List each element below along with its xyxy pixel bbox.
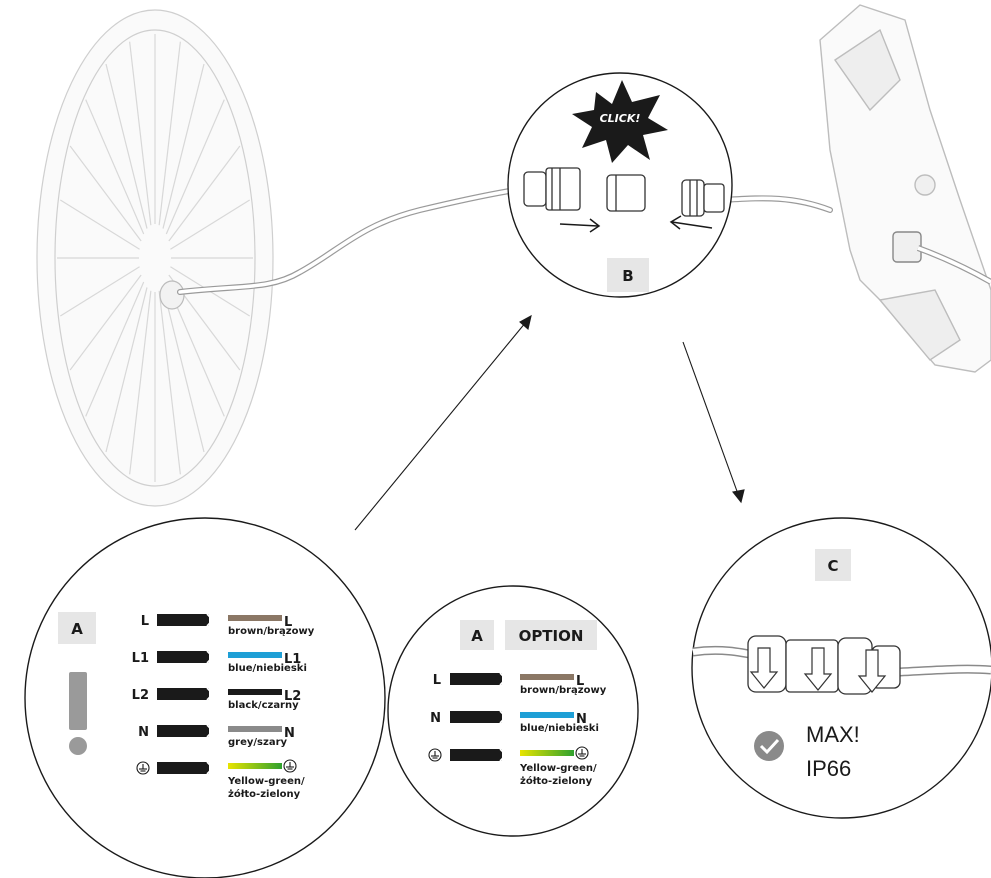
earth-symbol-icon bbox=[283, 759, 297, 773]
connector-left-half bbox=[523, 167, 581, 211]
wire-color-name: brown/brązowy bbox=[228, 626, 315, 637]
arrow-b-to-c bbox=[682, 341, 745, 504]
option-a-tag bbox=[460, 620, 494, 650]
wire-right-label: L1 bbox=[284, 652, 301, 667]
wire-left-label: N bbox=[430, 711, 441, 726]
wire-right-label: N bbox=[284, 726, 295, 741]
option-tag-label: OPTION bbox=[519, 627, 584, 645]
rotate-arrow-icon bbox=[749, 647, 887, 693]
wire-color-name: blue/niebieski bbox=[228, 663, 307, 674]
max-label: MAX! bbox=[806, 722, 860, 747]
option-tag bbox=[505, 620, 597, 650]
detail-b-circle: CLICK! B bbox=[507, 72, 733, 298]
wire-left-label: L bbox=[141, 614, 149, 629]
connector-right-half bbox=[681, 179, 725, 217]
arrow-a-to-b bbox=[354, 314, 532, 531]
connector-center-piece bbox=[606, 174, 646, 212]
driver-housing-drawing bbox=[819, 4, 991, 373]
earth-color-name-line1: Yellow-green/ bbox=[227, 776, 305, 787]
push-arrow-left-icon bbox=[669, 215, 713, 230]
option-a-tag-label: A bbox=[471, 627, 483, 645]
ip-rating-label: IP66 bbox=[806, 756, 851, 781]
earth-color-name-line2: żółto-zielony bbox=[228, 788, 301, 800]
wire-left-label: N bbox=[138, 725, 149, 740]
step-b-tag bbox=[607, 258, 649, 292]
earth-wire-swatch bbox=[228, 763, 282, 769]
wire-color-name: grey/szary bbox=[228, 737, 287, 748]
wire-left-label: L1 bbox=[132, 651, 149, 666]
push-arrow-right-icon bbox=[559, 218, 601, 233]
click-label: CLICK! bbox=[600, 112, 641, 125]
insulated-cable-end bbox=[157, 614, 209, 626]
earth-wire-swatch bbox=[520, 750, 574, 756]
step-b-tag-label: B bbox=[622, 267, 633, 285]
insulated-cable-end bbox=[157, 762, 209, 774]
wire-right-label: N bbox=[576, 712, 587, 727]
step-c-tag-label: C bbox=[827, 557, 838, 575]
check-circle-icon bbox=[754, 731, 784, 761]
earth-symbol-icon bbox=[136, 761, 150, 775]
earth-color-name-line1: Yellow-green/ bbox=[519, 763, 597, 774]
wire-color-swatch bbox=[520, 712, 574, 718]
warning-exclamation-icon bbox=[69, 672, 87, 755]
wire-color-name: black/czarny bbox=[228, 700, 299, 711]
wire-color-name: brown/brązowy bbox=[520, 685, 607, 696]
round-luminaire-drawing bbox=[36, 9, 274, 507]
wire-right-label: L bbox=[576, 674, 584, 689]
panel-option-earth-row: Yellow-green/żółto-zielony bbox=[428, 746, 597, 787]
earth-symbol-icon bbox=[428, 748, 442, 762]
insulated-cable-end bbox=[450, 673, 502, 685]
earth-color-name-line2: żółto-zielony bbox=[520, 775, 593, 787]
wire-color-name: blue/niebieski bbox=[520, 723, 599, 734]
insulated-cable-end bbox=[157, 725, 209, 737]
step-a-tag-label: A bbox=[71, 620, 83, 638]
wire-color-swatch bbox=[520, 674, 574, 680]
step-a-tag bbox=[58, 612, 96, 644]
wire-right-label: L2 bbox=[284, 689, 301, 704]
insulated-cable-end bbox=[450, 711, 502, 723]
insulated-cable-end bbox=[157, 688, 209, 700]
wire-color-swatch bbox=[228, 726, 282, 732]
earth-symbol-icon bbox=[575, 746, 589, 760]
wire-color-swatch bbox=[228, 689, 282, 695]
wire-left-label: L2 bbox=[132, 688, 149, 703]
step-c-tag bbox=[815, 549, 851, 581]
click-burst-shape bbox=[572, 80, 668, 163]
insulated-cable-end bbox=[450, 749, 502, 761]
panel-a-earth-row: Yellow-green/żółto-zielony bbox=[136, 759, 305, 800]
wire-right-label: L bbox=[284, 615, 292, 630]
wire-color-swatch bbox=[228, 652, 282, 658]
wire-color-swatch bbox=[228, 615, 282, 621]
insulated-cable-end bbox=[157, 651, 209, 663]
detail-c-circle: C MAX! IP66 bbox=[691, 517, 991, 819]
wire-left-label: L bbox=[433, 673, 441, 688]
